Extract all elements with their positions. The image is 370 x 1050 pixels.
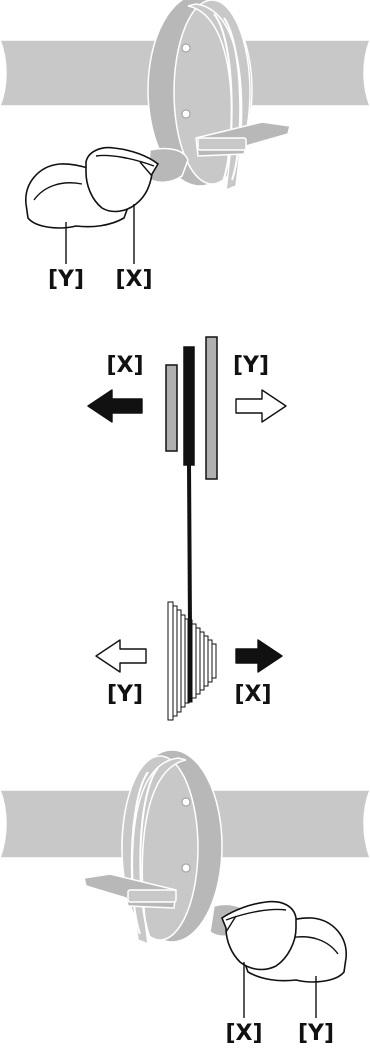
top-lever-body — [147, 147, 189, 183]
front-small-chainring — [165, 364, 178, 452]
top-label-y: [Y] — [48, 267, 84, 292]
rear-label-x: [X] — [234, 682, 271, 707]
lever-x-top — [85, 146, 160, 213]
chain-line — [187, 463, 192, 629]
arrow-right-solid-rear — [235, 639, 283, 673]
rear-cassette — [167, 601, 217, 721]
rear-engaged-cog — [187, 619, 193, 703]
front-middle-chainring — [183, 346, 195, 466]
arrow-right-hollow-front — [235, 389, 287, 423]
top-label-x: [X] — [115, 267, 152, 292]
bottom-label-x: [X] — [225, 1021, 262, 1046]
bottom-clamp — [121, 749, 223, 946]
rear-label-y: [Y] — [107, 682, 143, 707]
arrow-left-solid-front — [87, 389, 143, 423]
arrow-left-hollow-rear — [95, 639, 147, 673]
chainline-diagram: [X] [Y] [Y] [X] — [87, 336, 287, 721]
front-label-y: [Y] — [233, 353, 269, 378]
bottom-shifter: [X] [Y] — [0, 749, 370, 1046]
lever-x-bottom — [221, 900, 297, 971]
bottom-label-y: [Y] — [298, 1021, 334, 1046]
top-shifter: [Y] [X] — [0, 0, 370, 292]
front-large-chainring — [205, 336, 218, 480]
front-label-x: [X] — [106, 353, 143, 378]
